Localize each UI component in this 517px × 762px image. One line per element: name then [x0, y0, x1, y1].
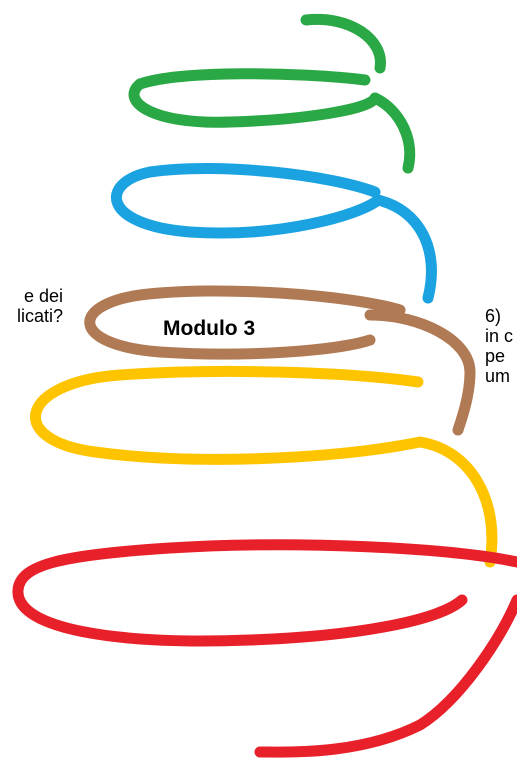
spiral-coil-blue: [111, 163, 437, 304]
left-fragment-text: e dei licati?: [17, 286, 63, 326]
spiral-coil-red: [12, 539, 517, 758]
spiral-coil-green: [300, 13, 386, 74]
spiral-coil-green-loop: [128, 68, 416, 174]
spiral-coil-brown: [84, 285, 476, 436]
right-fragment-line-1: 6): [485, 306, 502, 326]
right-fragment-line-3: pe: [485, 346, 506, 366]
right-fragment-line-2: in c: [485, 326, 514, 346]
module-title: Modulo 3: [163, 317, 256, 340]
right-fragment-text: 6) in c pe um: [485, 306, 513, 386]
left-fragment-line-2: licati?: [16, 306, 63, 326]
right-fragment-line-4: um: [485, 366, 511, 386]
spiral-coil-yellow: [30, 365, 498, 568]
left-fragment-line-1: e dei: [23, 286, 63, 306]
